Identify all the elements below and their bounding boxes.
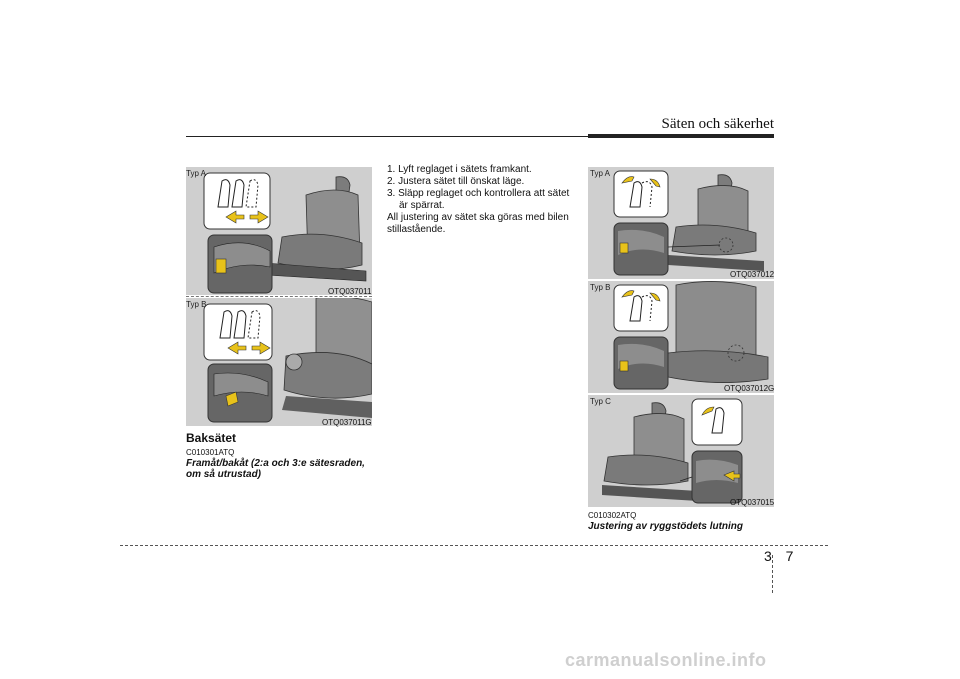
figure-rear-seat-slide-type-b — [186, 298, 372, 426]
lever-highlight-icon — [619, 242, 629, 254]
arrow-left-icon — [723, 470, 741, 482]
arrow-left-icon — [227, 341, 247, 355]
figure-code: OTQ037015 — [730, 498, 775, 507]
step-2: 2. Justera sätet till önskat läge. — [387, 176, 525, 187]
figure-code: OTQ037011 — [328, 287, 372, 296]
lever-highlight-icon — [225, 391, 239, 407]
figure-separator — [186, 296, 372, 297]
watermark: carmanualsonline.info — [565, 650, 767, 670]
page-number: 3 7 — [764, 548, 793, 564]
section-code: C010302ATQ — [588, 511, 637, 520]
figure-recline-type-a — [588, 167, 774, 279]
arrow-right-icon — [251, 341, 271, 355]
seat-illustration — [265, 176, 367, 282]
rotate-arrow-icon — [649, 292, 661, 302]
section-code: C010301ATQ — [186, 448, 235, 457]
lever-highlight-icon — [619, 360, 629, 372]
header-rule — [186, 136, 774, 137]
footer-rule — [120, 545, 828, 546]
type-label: Typ A — [186, 169, 207, 178]
figure-recline-type-c — [588, 395, 774, 507]
page-index: 7 — [785, 548, 794, 564]
chapter-number: 3 — [764, 548, 772, 564]
type-label: Typ B — [186, 300, 207, 309]
rotate-arrow-icon — [621, 290, 635, 298]
seat-illustration — [602, 402, 698, 501]
figure-code: OTQ037011G — [322, 418, 372, 427]
chapter-title: Säten och säkerhet — [661, 116, 774, 132]
figure-code: OTQ037012 — [730, 270, 775, 279]
type-label: Typ B — [590, 283, 611, 292]
rotate-arrow-icon — [621, 176, 635, 184]
subheading: Justering av ryggstödets lutning — [588, 521, 744, 532]
instructions: 1. Lyft reglaget i sätets framkant. 2. J… — [387, 164, 577, 236]
header-rule-accent — [588, 134, 774, 138]
arrow-left-icon — [225, 210, 245, 224]
figure-rear-seat-slide-type-a — [186, 167, 372, 295]
note: All justering av sätet ska göras med bil… — [387, 212, 569, 235]
step-1: 1. Lyft reglaget i sätets framkant. — [387, 164, 532, 175]
seat-illustration — [667, 281, 769, 383]
lever-highlight-icon — [215, 258, 227, 274]
seat-illustration — [282, 298, 372, 418]
seat-illustration — [668, 174, 764, 271]
type-label: Typ A — [590, 169, 611, 178]
subheading: Framåt/bakåt (2:a och 3:e sätesraden, om… — [186, 458, 365, 480]
figure-code: OTQ037012G — [724, 384, 775, 393]
steps-list: 1. Lyft reglaget i sätets framkant. 2. J… — [387, 164, 577, 212]
step-3: 3. Släpp reglaget och kontrollera att sä… — [387, 188, 570, 211]
rotate-arrow-icon — [649, 178, 661, 188]
arrow-right-icon — [249, 210, 269, 224]
page-corner-mark — [772, 555, 773, 593]
section-heading: Baksätet — [186, 431, 237, 445]
rotate-arrow-icon — [701, 406, 715, 416]
type-label: Typ C — [590, 397, 611, 406]
figure-recline-type-b — [588, 281, 774, 393]
